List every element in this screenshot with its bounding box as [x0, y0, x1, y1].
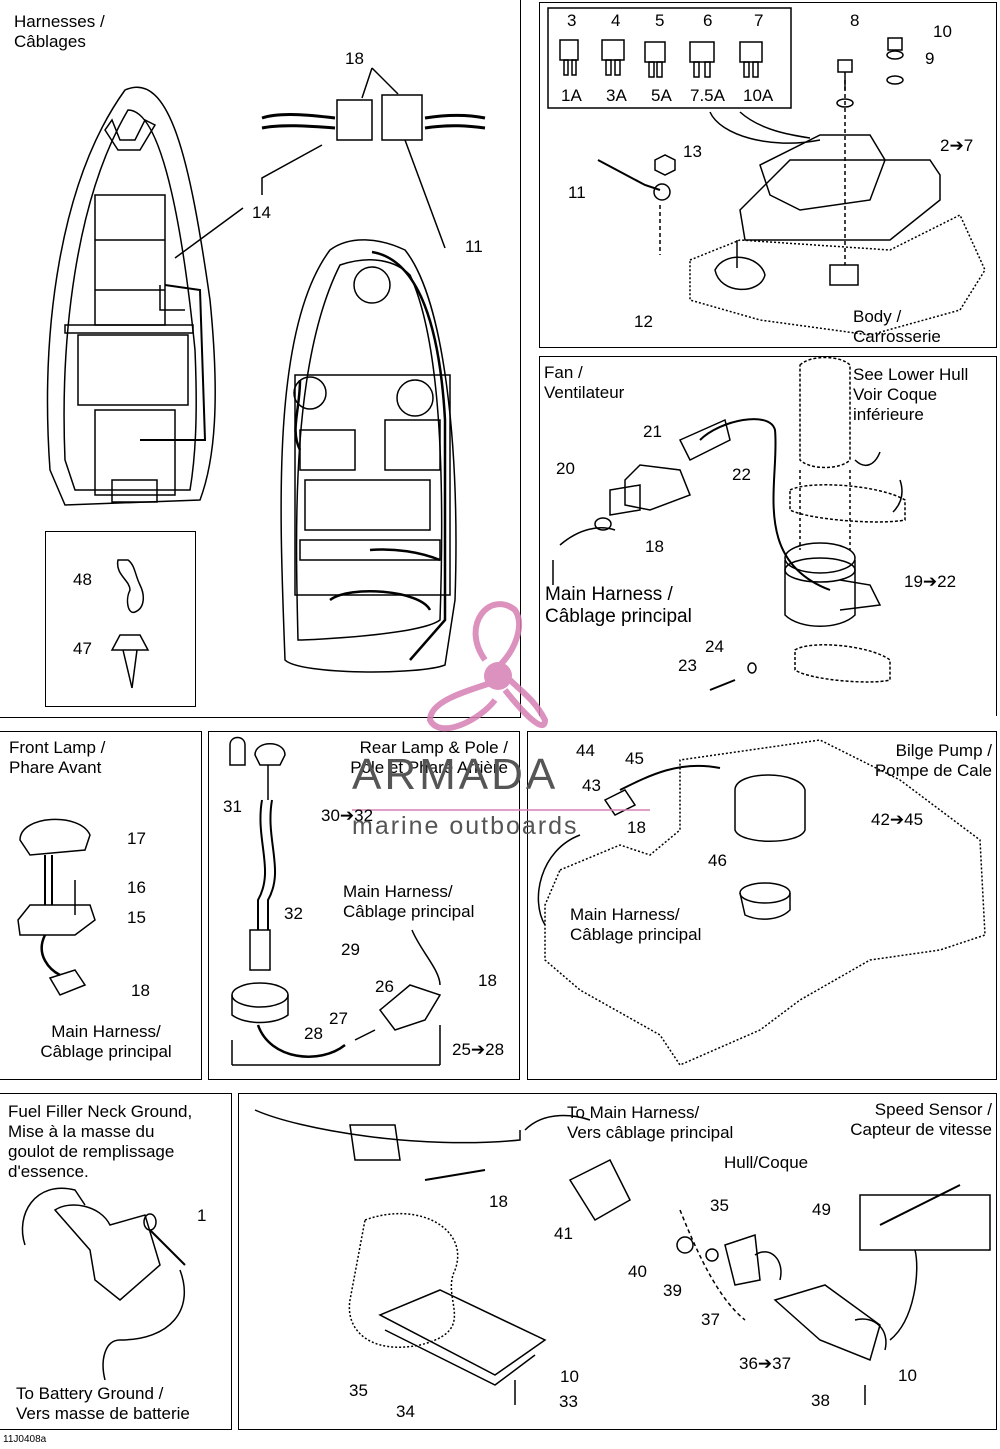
rear-lamp-panel — [208, 731, 520, 1080]
callout-48: 48 — [73, 570, 92, 589]
front-lamp-title: Front Lamp / Phare Avant — [9, 738, 106, 777]
callout-33: 33 — [559, 1392, 578, 1411]
callout-39: 39 — [663, 1281, 682, 1300]
callout-14: 14 — [252, 203, 271, 222]
callout-41: 41 — [554, 1224, 573, 1243]
callout-28: 28 — [304, 1024, 323, 1043]
callout-42-45: 42➔45 — [871, 810, 924, 829]
callout-10: 10 — [933, 22, 952, 41]
callout-49: 49 — [812, 1200, 831, 1219]
figure-code: 11J0408a — [3, 1434, 47, 1445]
front-lamp-panel — [0, 731, 202, 1080]
callout-11: 11 — [568, 183, 586, 202]
callout-25-28: 25➔28 — [452, 1040, 505, 1059]
fuel-filler-title: Fuel Filler Neck Ground, Mise à la masse… — [8, 1102, 193, 1181]
callout-19-22: 19➔22 — [904, 572, 957, 591]
to-main-harness-label: To Main Harness/ Vers câblage principal — [567, 1103, 734, 1142]
callout-9: 9 — [925, 49, 935, 68]
callout-22: 22 — [732, 465, 751, 484]
fan-panel — [539, 356, 997, 716]
callout-15: 15 — [127, 908, 146, 927]
callout-46: 46 — [708, 851, 727, 870]
callout-12: 12 — [634, 312, 653, 331]
callout-35: 35 — [710, 1196, 729, 1215]
bilge-pump-title: Bilge Pump / Pompe de Cale — [874, 741, 992, 780]
callout-18: 18 — [645, 537, 664, 556]
fuse-rating: 10A — [743, 86, 774, 105]
battery-ground-label: To Battery Ground / Vers masse de batter… — [16, 1384, 190, 1423]
fuse-rating: 1A — [561, 86, 582, 105]
callout-37: 37 — [701, 1310, 720, 1329]
body-label: Body / Carrosserie — [853, 307, 941, 346]
callout-18: 18 — [489, 1192, 508, 1211]
callout-36-37: 36➔37 — [739, 1354, 792, 1373]
fan-main-harness-label: Main Harness / Câblage principal — [545, 584, 692, 627]
fuse-number: 6 — [703, 11, 713, 30]
callout-47: 47 — [73, 639, 92, 658]
callout-10: 10 — [898, 1366, 917, 1385]
callout-34: 34 — [396, 1402, 415, 1421]
callout-10: 10 — [560, 1367, 579, 1386]
callout-8: 8 — [850, 11, 860, 30]
callout-43: 43 — [582, 776, 601, 795]
callout-18: 18 — [478, 971, 497, 990]
fan-title: Fan / Ventilateur — [544, 363, 625, 402]
fuse-number: 5 — [655, 11, 665, 30]
callout-16: 16 — [127, 878, 146, 897]
callout-32: 32 — [284, 904, 303, 923]
callout-13: 13 — [683, 142, 702, 161]
callout-26: 26 — [375, 977, 394, 996]
callout-35: 35 — [349, 1381, 368, 1400]
harnesses-panel — [0, 0, 521, 718]
harnesses-title: Harnesses / Câblages — [14, 12, 105, 51]
bilge-pump-panel — [527, 731, 997, 1080]
callout-45: 45 — [625, 749, 644, 768]
callout-17: 17 — [127, 829, 146, 848]
callout-27: 27 — [329, 1009, 348, 1028]
callout-18: 18 — [627, 818, 646, 837]
front-lamp-main-harness-label: Main Harness/ Câblage principal — [40, 1022, 172, 1061]
fuse-rating: 5A — [651, 86, 672, 105]
fuse-rating: 3A — [606, 86, 627, 105]
see-lower-hull-label: See Lower Hull Voir Coque inférieure — [853, 365, 969, 424]
fuse-box-panel — [539, 2, 997, 348]
callout-20: 20 — [556, 459, 575, 478]
callout-23: 23 — [678, 656, 697, 675]
fuse-number: 3 — [567, 11, 577, 30]
callout-18: 18 — [131, 981, 150, 1000]
callout-18: 18 — [345, 49, 364, 68]
rear-lamp-title: Rear Lamp & Pole / Pôle et Phare Arrière — [350, 738, 508, 777]
speed-sensor-panel — [238, 1093, 997, 1430]
callout-31: 31 — [223, 797, 242, 816]
rear-lamp-main-harness-label: Main Harness/ Câblage principal — [343, 882, 475, 921]
fuel-filler-panel — [0, 1093, 232, 1430]
fuse-rating: 7.5A — [690, 86, 725, 105]
watermark-subtitle: marine outboards — [352, 812, 579, 840]
fuse-number: 4 — [611, 11, 621, 30]
callout-21: 21 — [643, 422, 662, 441]
callout-24: 24 — [705, 637, 724, 656]
hull-label: Hull/Coque — [724, 1153, 809, 1172]
clips-panel — [45, 531, 196, 707]
callout-11: 11 — [465, 237, 483, 256]
callout-30-32: 30➔32 — [321, 806, 374, 825]
callout-1: 1 — [197, 1206, 207, 1225]
fuse-number: 7 — [754, 11, 764, 30]
watermark-title: ARMADA — [352, 750, 559, 799]
callout-38: 38 — [811, 1391, 830, 1410]
callout-40: 40 — [628, 1262, 647, 1281]
callout-29: 29 — [341, 940, 360, 959]
bilge-main-harness-label: Main Harness/ Câblage principal — [570, 905, 702, 944]
callout-44: 44 — [576, 741, 595, 760]
callout-2-7: 2➔7 — [940, 136, 974, 155]
speed-sensor-title: Speed Sensor / Capteur de vitesse — [850, 1100, 992, 1139]
